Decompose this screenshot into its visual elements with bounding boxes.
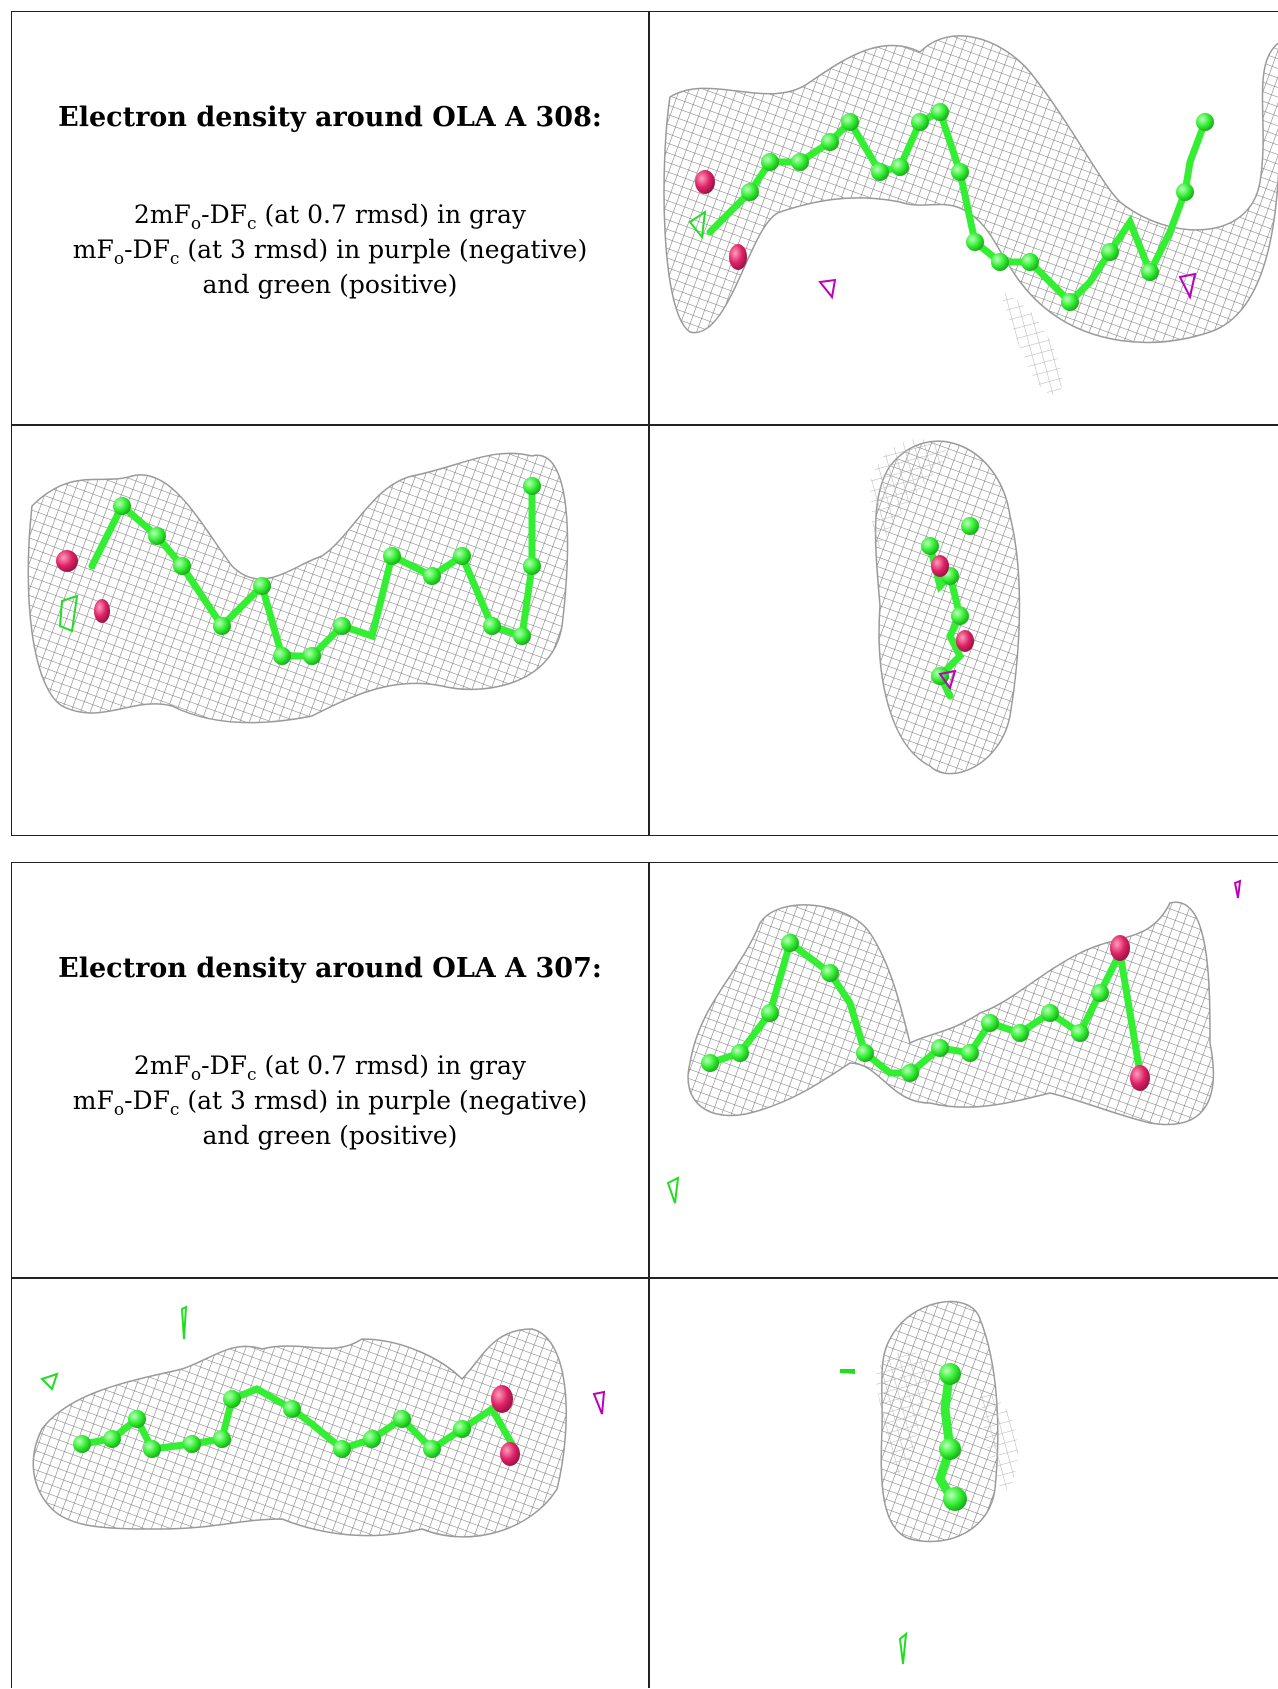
figure-block-ola-307: Electron density around OLA A 307: 2mFo-… [11,862,1278,1688]
cell-divider-horizontal [12,424,1278,426]
positive-difference-density [180,1305,188,1340]
electron-density-render [32,1305,606,1538]
legend-line-2fo: 2mFo-DFc (at 0.7 rmsd) in gray [133,200,527,234]
caption-cell-308: Electron density around OLA A 308: 2mFo-… [12,12,648,424]
gray-mesh-contour [663,35,1278,344]
density-legend: 2mFo-DFc (at 0.7 rmsd) in gray mFo-DFc (… [73,1048,587,1153]
caption-cell-307: Electron density around OLA A 307: 2mFo-… [12,863,648,1277]
density-view-308-c [650,426,1278,837]
negative-difference-density [938,669,957,691]
carbon-atoms [113,477,541,665]
legend-line-2fo: 2mFo-DFc (at 0.7 rmsd) in gray [133,1051,527,1085]
gray-mesh-contour [870,439,950,556]
density-view-308-a [650,12,1278,424]
positive-difference-density [40,1372,59,1391]
electron-density-render [27,452,569,724]
carbon-atoms [939,1363,967,1511]
gray-mesh-contour [875,1350,1019,1491]
oxygen-atoms [695,170,747,270]
gray-mesh-contour [687,901,1215,1126]
legend-line-positive: and green (positive) [202,270,458,299]
legend-line-positive: and green (positive) [202,1121,458,1150]
oxygen-atoms [56,550,110,623]
electron-density-render [840,1300,1019,1665]
carbon-atoms [741,103,1214,311]
positive-difference-density [898,1631,908,1665]
negative-difference-density [1233,879,1242,899]
electron-density-render [663,35,1278,395]
density-view-307-b [12,1279,648,1689]
electron-density-render [870,439,1021,775]
cell-divider-horizontal [12,1277,1278,1279]
negative-difference-density [592,1390,606,1415]
legend-line-fo: mFo-DFc (at 3 rmsd) in purple (negative) [72,1086,588,1120]
gray-mesh-contour [32,1328,567,1538]
figure-block-ola-308: Electron density around OLA A 308: 2mFo-… [11,11,1278,836]
oxygen-atoms [491,1385,520,1466]
density-legend: 2mFo-DFc (at 0.7 rmsd) in gray mFo-DFc (… [73,197,587,302]
cell-divider-vertical [648,12,650,835]
gray-mesh-contour [27,452,569,724]
carbon-atoms [73,1390,471,1458]
positive-difference-density [58,594,79,633]
cell-divider-vertical [648,863,650,1688]
oxygen-atoms [931,555,974,652]
positive-difference-density [688,209,707,240]
electron-density-render [666,879,1242,1204]
negative-difference-density [1178,272,1197,300]
legend-line-fo: mFo-DFc (at 3 rmsd) in purple (negative) [72,235,588,269]
density-view-308-b [12,426,648,837]
positive-difference-density [840,1369,855,1374]
panel-heading: Electron density around OLA A 308: [58,102,602,133]
gray-mesh-contour [1000,292,1062,395]
density-view-307-c [650,1279,1278,1689]
carbon-atoms [701,934,1109,1082]
negative-difference-density [818,278,837,300]
gray-mesh-contour [874,440,1021,775]
oxygen-atoms [1110,935,1150,1091]
positive-difference-density [666,1176,680,1204]
panel-heading: Electron density around OLA A 307: [58,953,602,984]
density-view-307-a [650,863,1278,1277]
